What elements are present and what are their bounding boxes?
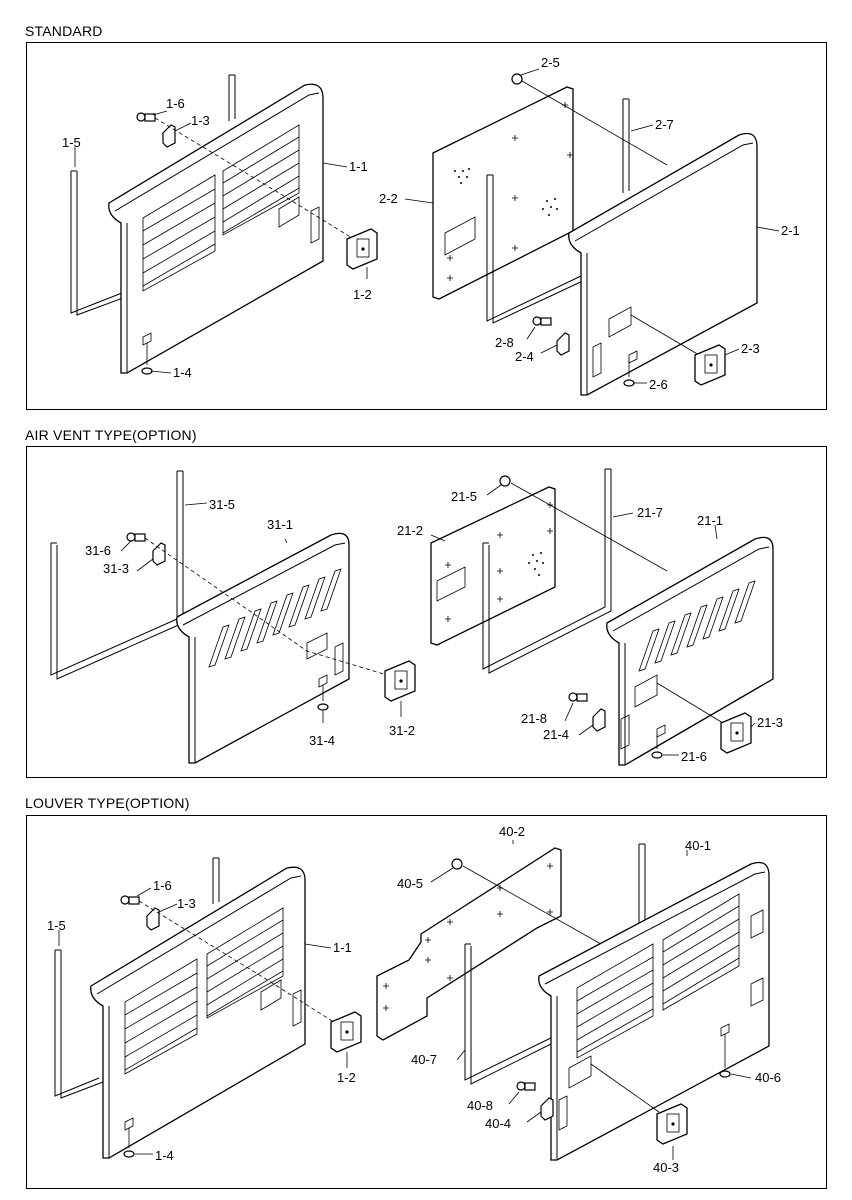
bolt-40-8 — [516, 1081, 536, 1091]
bolt-1-6 — [136, 112, 156, 122]
label-2-7: 2-7 — [655, 117, 674, 132]
label-31-6: 31-6 — [85, 543, 111, 558]
label-31-2: 31-2 — [389, 723, 415, 738]
bracket-2-4 — [556, 332, 570, 356]
label-21-4: 21-4 — [543, 727, 569, 742]
label-40-7: 40-7 — [411, 1052, 437, 1067]
bolt-2-5 — [511, 73, 668, 166]
door-panel-1-1 — [108, 74, 324, 374]
bolt-31-6 — [126, 532, 146, 542]
seal-21-7 — [482, 468, 612, 674]
inner-panel-21-2 — [430, 486, 556, 646]
latch-40-3 — [656, 1103, 688, 1145]
label-40-1: 40-1 — [685, 838, 711, 853]
label-1-5-louver: 1-5 — [47, 918, 66, 933]
label-1-2: 1-2 — [353, 287, 372, 302]
bracket-40-4 — [540, 1097, 554, 1121]
bolt-21-5 — [499, 475, 668, 572]
label-2-1: 2-1 — [781, 223, 800, 238]
label-21-1: 21-1 — [697, 513, 723, 528]
label-31-5: 31-5 — [209, 497, 235, 512]
label-1-3-louver: 1-3 — [177, 896, 196, 911]
label-1-1: 1-1 — [349, 159, 368, 174]
label-1-5: 1-5 — [62, 135, 81, 150]
label-1-6-louver: 1-6 — [153, 878, 172, 893]
nut-21-6 — [651, 735, 663, 759]
nut-40-6 — [719, 1034, 731, 1078]
label-2-6: 2-6 — [649, 377, 668, 392]
door-panel-40-1 — [538, 861, 770, 1161]
label-2-8: 2-8 — [495, 335, 514, 350]
seal-40-7 — [464, 843, 646, 1085]
inner-panel-2-2 — [432, 86, 574, 300]
label-2-5: 2-5 — [541, 55, 560, 70]
bracket-1-3 — [162, 124, 176, 148]
seal-1-5 — [70, 170, 132, 316]
label-40-3: 40-3 — [653, 1160, 679, 1175]
air-vent-diagram: 31-5 31-1 31-6 31-3 31-4 31-2 21-5 21-2 … — [50, 468, 783, 766]
label-2-2: 2-2 — [379, 191, 398, 206]
bolt-40-5 — [451, 858, 616, 953]
nut-1-4-louver — [123, 1128, 135, 1158]
label-21-6: 21-6 — [681, 749, 707, 764]
louver-diagram-frame: 1-6 1-3 1-5 1-1 1-2 1-4 40-2 40-5 40-1 4… — [26, 815, 827, 1189]
seal-2-7 — [486, 98, 630, 324]
section-title-standard: STANDARD — [25, 23, 103, 39]
door-panel-21-1 — [606, 536, 774, 766]
label-40-2: 40-2 — [499, 824, 525, 839]
label-2-3: 2-3 — [741, 341, 760, 356]
louver-diagram: 1-6 1-3 1-5 1-1 1-2 1-4 40-2 40-5 40-1 4… — [47, 824, 781, 1175]
label-40-4: 40-4 — [485, 1116, 511, 1131]
bracket-31-3 — [152, 542, 166, 566]
label-1-4: 1-4 — [173, 365, 192, 380]
label-40-5: 40-5 — [397, 876, 423, 891]
label-40-6: 40-6 — [755, 1070, 781, 1085]
bolt-21-8 — [568, 692, 588, 702]
section-title-louver: LOUVER TYPE(OPTION) — [25, 795, 190, 811]
latch-1-2 — [346, 228, 378, 270]
nut-31-4 — [317, 685, 329, 711]
label-21-5: 21-5 — [451, 489, 477, 504]
latch-31-2 — [384, 660, 416, 702]
label-21-3: 21-3 — [757, 715, 783, 730]
latch-2-3 — [694, 344, 726, 386]
nut-1-4 — [141, 343, 153, 375]
latch-21-3 — [720, 712, 752, 754]
label-31-3: 31-3 — [103, 561, 129, 576]
label-2-4: 2-4 — [515, 349, 534, 364]
label-1-2-louver: 1-2 — [337, 1070, 356, 1085]
label-1-4-louver: 1-4 — [155, 1148, 174, 1163]
label-1-6: 1-6 — [166, 96, 185, 111]
latch-1-2-louver — [330, 1011, 362, 1053]
standard-diagram: 1-6 1-3 1-5 1-1 1-2 1-4 2-5 2-7 2-2 2-1 … — [62, 55, 800, 396]
label-31-4: 31-4 — [309, 733, 335, 748]
label-40-8: 40-8 — [467, 1098, 493, 1113]
label-1-1-louver: 1-1 — [333, 940, 352, 955]
label-31-1: 31-1 — [267, 517, 293, 532]
bolt-2-8 — [532, 316, 552, 326]
bracket-1-3-louver — [146, 907, 160, 931]
section-title-air-vent: AIR VENT TYPE(OPTION) — [25, 427, 197, 443]
door-panel-31-1 — [176, 532, 350, 764]
label-21-8: 21-8 — [521, 711, 547, 726]
bracket-21-4 — [592, 708, 606, 732]
door-panel-1-1-louver — [90, 857, 306, 1159]
standard-diagram-frame: 1-6 1-3 1-5 1-1 1-2 1-4 2-5 2-7 2-2 2-1 … — [26, 42, 827, 410]
seal-31-5 — [50, 470, 184, 680]
label-21-2: 21-2 — [397, 523, 423, 538]
label-1-3: 1-3 — [191, 113, 210, 128]
seal-1-5-louver — [54, 949, 104, 1099]
air-vent-diagram-frame: 31-5 31-1 31-6 31-3 31-4 31-2 21-5 21-2 … — [26, 446, 827, 778]
label-21-7: 21-7 — [637, 505, 663, 520]
door-panel-2-1 — [568, 132, 758, 396]
bolt-1-6-louver — [120, 895, 140, 905]
